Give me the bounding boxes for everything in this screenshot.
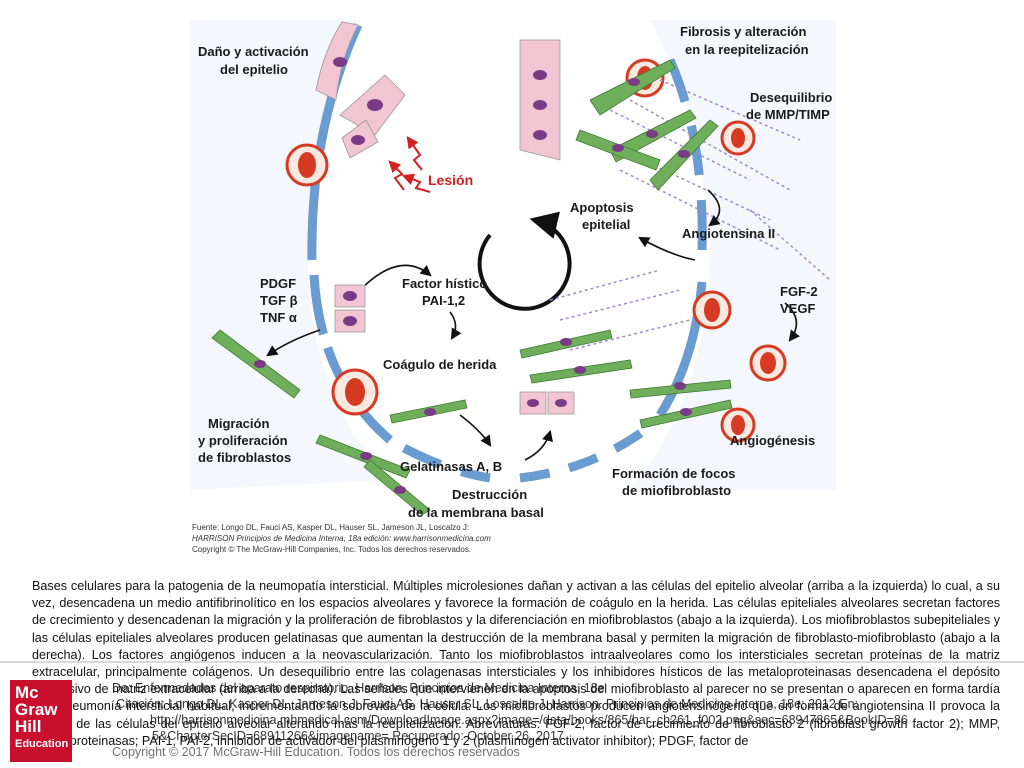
label-foci-l2: de miofibroblasto (622, 483, 731, 498)
pathogenesis-diagram: Daño y activación del epitelio Lesión Fi… (190, 20, 836, 565)
source-line-2: HARRISON Principios de Medicina Interna,… (192, 534, 491, 543)
arrow-epithelium-to-factor (359, 264, 432, 291)
label-tissue-factor-l1: Factor hístico (402, 276, 487, 291)
label-fibrosis-l2: en la reepitelización (685, 42, 809, 57)
label-damage-l2: del epitelio (220, 62, 288, 77)
arrow-apoptosis-to-angio (707, 189, 721, 227)
label-fgf: FGF-2 (780, 284, 818, 299)
arrow-gelatinases-to-foci (524, 429, 553, 461)
label-gelatinases: Gelatinasas A, B (400, 459, 502, 474)
label-angiotensin: Angiotensina II (682, 226, 775, 241)
label-migration-l3: de fibroblastos (198, 450, 291, 465)
label-migration-l1: Migración (208, 416, 269, 431)
arrow-angio-to-apoptosis (638, 236, 696, 261)
citation-reference: Citación: Longo DL, Kasper DL, Jameson J… (116, 697, 859, 711)
logo-line-1: Mc (15, 683, 39, 702)
logo-line-2: Graw (15, 700, 58, 719)
label-fibrosis-l1: Fibrosis y alteración (680, 24, 806, 39)
source-line-1: Fuente: Longo DL, Fauci AS, Kasper DL, H… (192, 523, 469, 532)
fibrosis-region (519, 39, 831, 281)
figure-caption: Bases celulares para la patogenia de la … (32, 579, 1000, 748)
citation-copyright: Copyright © 2017 McGraw-Hill Education. … (112, 745, 520, 759)
logo-line-3: Hill (15, 717, 42, 736)
injury-bolts (388, 136, 431, 193)
label-foci-l1: Formación de focos (612, 466, 736, 481)
citation-block: De: Enfermedades del aparato respiratori… (112, 680, 1012, 768)
myofibroblast-foci (519, 269, 787, 443)
label-apoptosis-l1: Apoptosis (570, 200, 634, 215)
citation-source: De: Enfermedades del aparato respiratori… (112, 681, 605, 695)
arrow-gf-to-fibroblast (266, 329, 321, 357)
cycle-arrow (477, 211, 572, 311)
label-gf-tgf: TGF β (260, 293, 298, 308)
label-destruction-l2: de la membrana basal (408, 505, 544, 520)
source-line-3: Copyright © The McGraw-Hill Companies, I… (192, 545, 471, 554)
publisher-logo: Mc Graw Hill Education (10, 680, 72, 762)
logo-line-4: Education (15, 738, 69, 750)
label-gf-tnf: TNF α (260, 310, 297, 325)
label-injury: Lesión (428, 172, 473, 188)
label-destruction-l1: Destrucción (452, 487, 527, 502)
citation-url[interactable]: http://harrisonmedicina.mhmedical.com/Do… (150, 713, 908, 727)
label-gf-pdgf: PDGF (260, 276, 296, 291)
arrow-factor-to-clot (449, 311, 462, 340)
label-apoptosis-l2: epitelial (582, 217, 630, 232)
arrow-to-gelatinases (459, 414, 492, 447)
epithelial-cells-bottom-left (331, 284, 379, 416)
citation-url-cont: 5&ChapterSecID=68911266&imagename= Recup… (152, 729, 564, 743)
label-vegf: VEGF (780, 301, 815, 316)
capillary-left (285, 143, 329, 187)
arrow-fgf-to-angiogenesis (784, 302, 800, 342)
label-damage-l1: Daño y activación (198, 44, 309, 59)
label-wound-clot: Coágulo de herida (383, 357, 497, 372)
label-migration-l2: y proliferación (198, 433, 288, 448)
divider (0, 661, 1024, 663)
label-tissue-factor-l2: PAI-1,2 (422, 293, 465, 308)
label-imbalance-l1: Desequilibrio (750, 90, 832, 105)
label-angiogenesis: Angiogénesis (730, 433, 815, 448)
epithelial-cells-top-left (315, 21, 406, 159)
label-imbalance-l2: de MMP/TIMP (746, 107, 830, 122)
